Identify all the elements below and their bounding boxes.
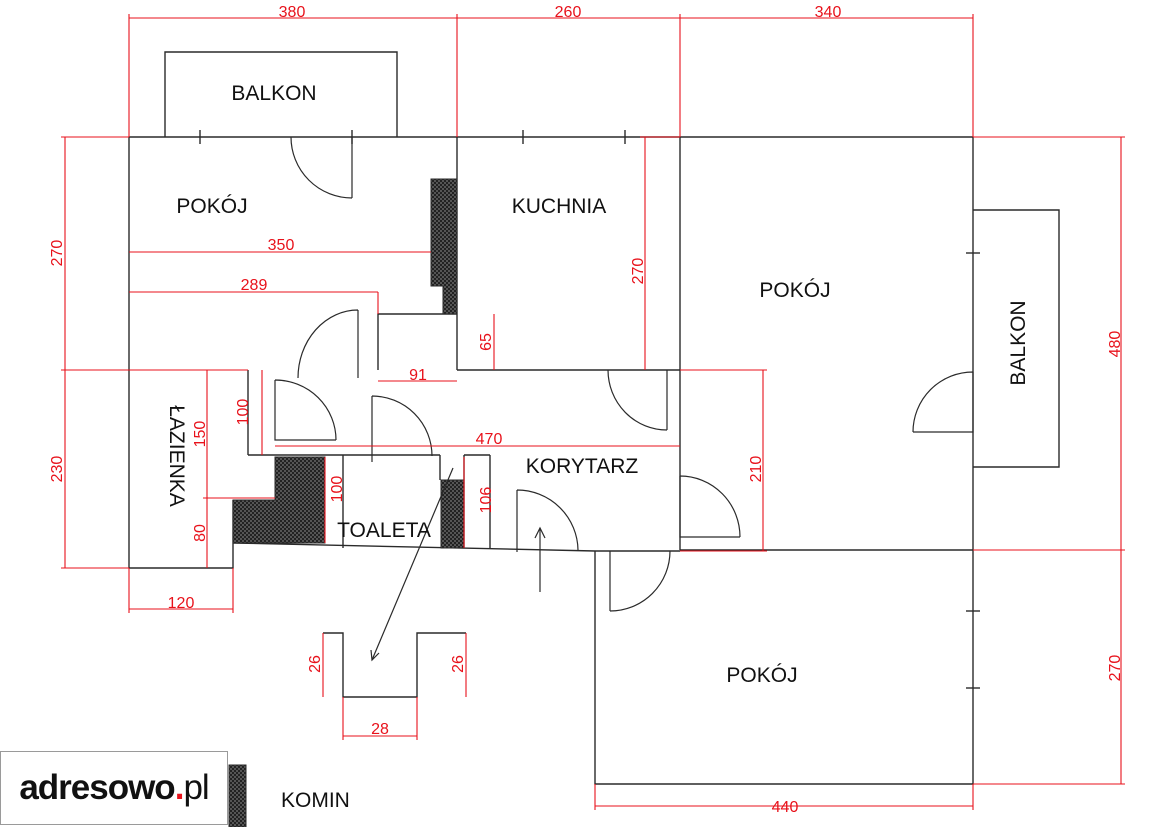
dim-label-pokoj-width: 350	[268, 237, 295, 254]
dim-label-lazienka-bottom: 80	[192, 524, 209, 542]
dim-label-corridor-length: 470	[476, 431, 503, 448]
door-pokoj-bottom	[609, 550, 671, 612]
legend-label-komin: KOMIN	[281, 789, 350, 812]
dim-label-bottom-room-height: 270	[1107, 655, 1124, 682]
dim-label-detail-width: 28	[371, 721, 389, 738]
door-balkon-right	[912, 371, 974, 433]
dim-label-hall-small: 100	[235, 399, 252, 426]
dim-label-detail-right: 26	[450, 655, 467, 673]
door-lazienka	[274, 379, 337, 441]
dim-label-hall-width: 289	[241, 277, 268, 294]
room-label-lazienka: ŁAZIENKA	[165, 405, 188, 507]
door-pokoj-left	[297, 309, 359, 379]
dim-label-corridor-height: 210	[748, 456, 765, 483]
door-toaleta	[371, 395, 433, 462]
dim-label-right-height: 480	[1107, 331, 1124, 358]
room-label-balkon-top: BALKON	[231, 82, 316, 105]
room-label-toaleta: TOALETA	[337, 519, 431, 542]
chimney-lazienka	[232, 456, 326, 544]
logo-name: adresowo	[19, 768, 175, 807]
logo-dot: .	[174, 768, 185, 807]
chimneys	[228, 178, 465, 827]
door-entrance	[516, 489, 579, 552]
doors	[274, 136, 974, 662]
dimension-labels: 380 260 340 270 230 350 289 270 65 91 47…	[49, 4, 1124, 816]
dim-label-toaleta-width: 106	[478, 487, 495, 514]
door-pokoj-right	[679, 475, 741, 538]
chimney-legend-swatch	[228, 764, 247, 827]
logo: adresowo.pl	[0, 751, 228, 825]
room-label-balkon-right: BALKON	[1007, 300, 1030, 385]
dim-label-top-a: 380	[279, 4, 306, 21]
walls	[128, 51, 1060, 785]
door-balkon-top	[290, 136, 353, 199]
room-label-korytarz: KORYTARZ	[526, 455, 639, 478]
dim-label-left-lower: 230	[49, 456, 66, 483]
dim-label-niche-height: 65	[478, 333, 495, 351]
room-label-pokoj-right: POKÓJ	[759, 279, 830, 302]
dim-label-left-upper: 270	[49, 240, 66, 267]
dim-label-bottom-room-width: 440	[772, 799, 799, 816]
door-kuchnia	[607, 369, 668, 431]
dim-label-detail-left: 26	[307, 655, 324, 673]
logo-tld: pl	[183, 768, 209, 807]
room-label-kuchnia: KUCHNIA	[512, 195, 607, 218]
dim-label-lazienka-height: 150	[192, 421, 209, 448]
dim-label-top-b: 260	[555, 4, 582, 21]
chimney-kitchen	[430, 178, 458, 315]
room-label-pokoj-bottom: POKÓJ	[726, 664, 797, 687]
room-labels: BALKON POKÓJ KUCHNIA POKÓJ BALKON ŁAZIEN…	[165, 82, 1030, 687]
room-label-pokoj-left: POKÓJ	[176, 195, 247, 218]
dim-label-kitchen-height: 270	[630, 258, 647, 285]
dimension-lines	[61, 14, 1125, 810]
dim-label-lazienka-width: 120	[168, 595, 195, 612]
dim-label-toaleta-height: 100	[329, 476, 346, 503]
logo-text: adresowo.pl	[19, 768, 209, 808]
dim-label-top-c: 340	[815, 4, 842, 21]
chimney-toaleta	[440, 479, 465, 549]
dim-label-niche-width: 91	[409, 367, 427, 384]
